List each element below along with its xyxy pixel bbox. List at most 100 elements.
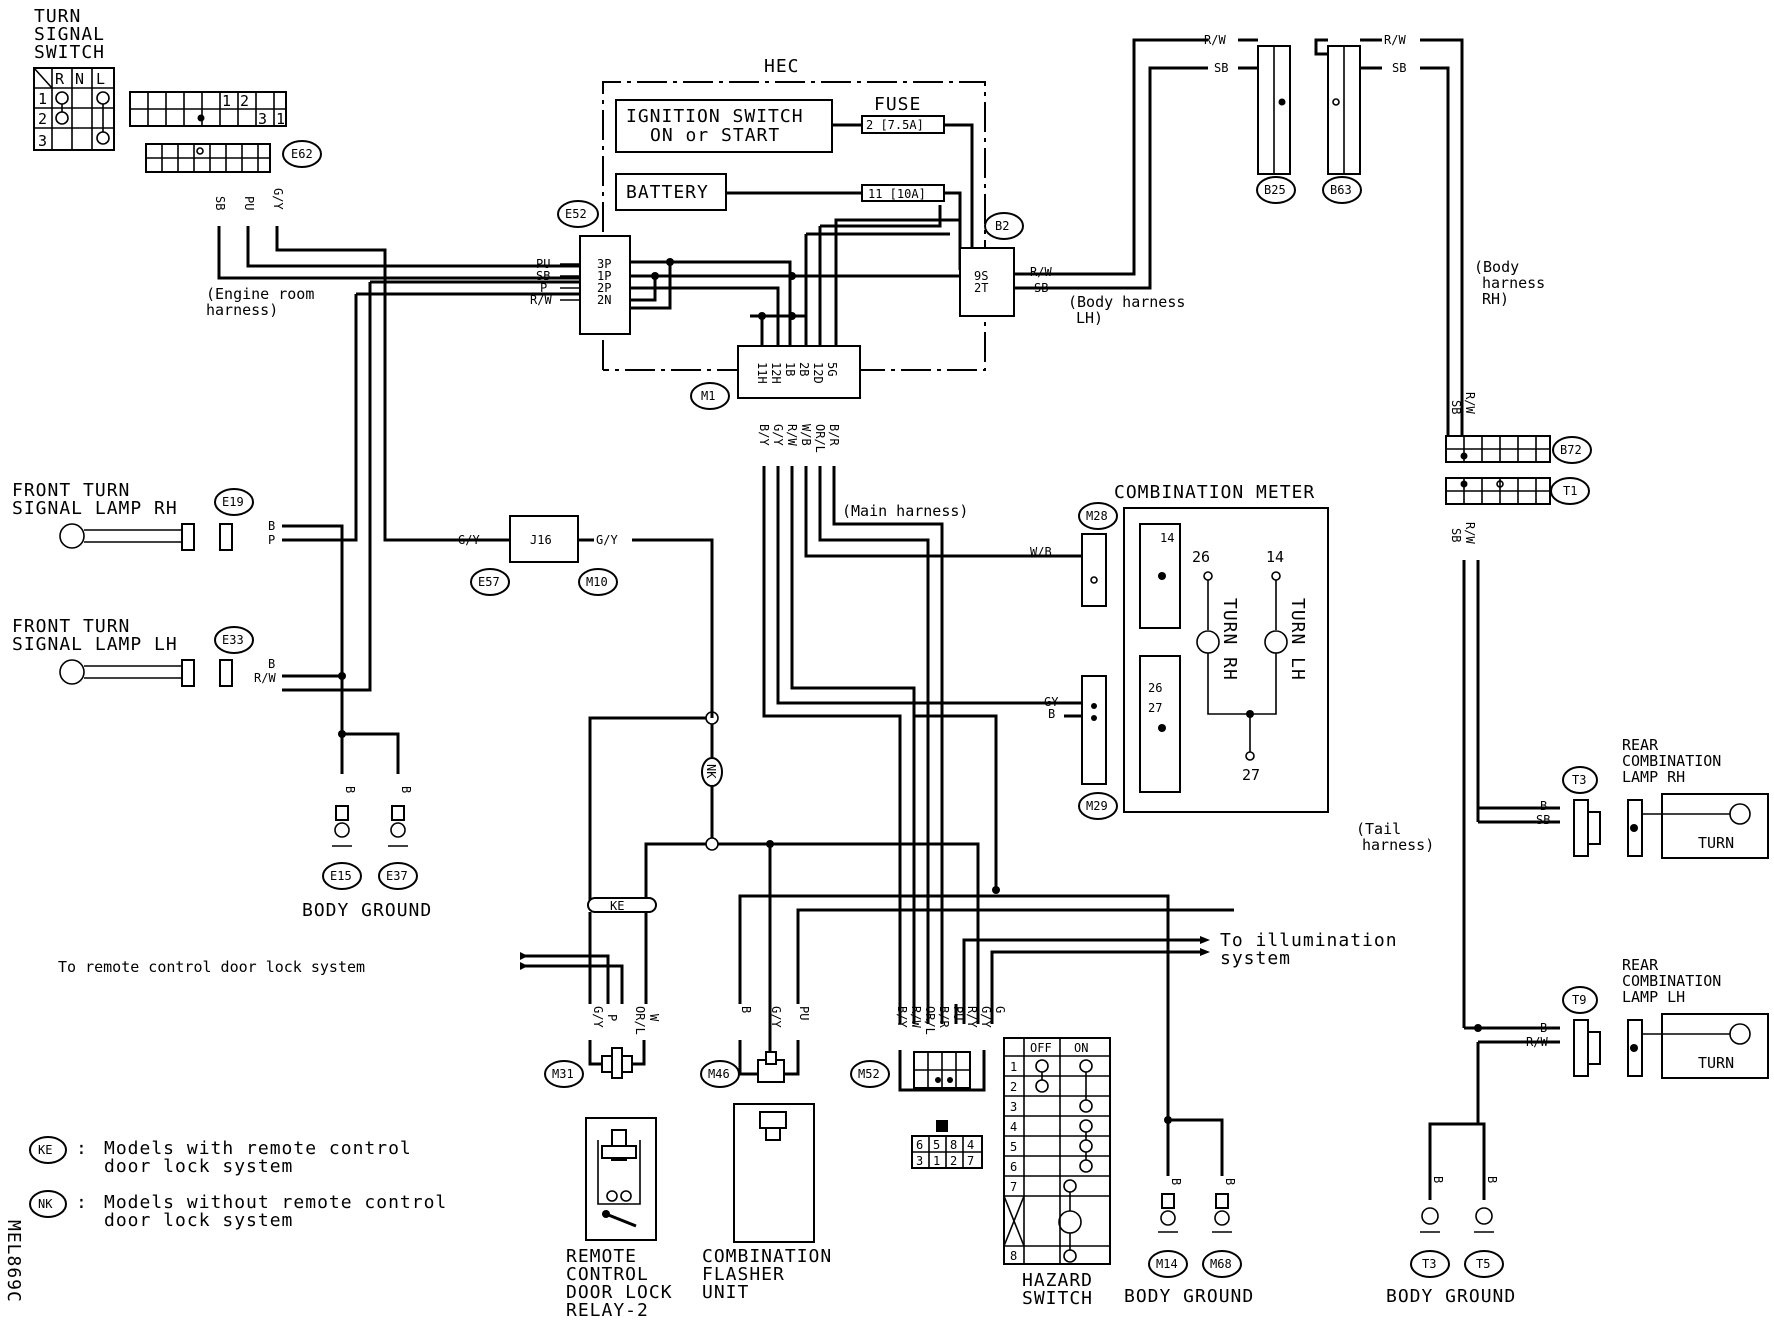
m46-wire-pu: PU	[797, 1006, 811, 1020]
relay-line1: REMOTE	[566, 1246, 637, 1267]
m52-wire-br: B/R	[937, 1006, 951, 1028]
legend-ke-text-2: door lock system	[104, 1156, 293, 1177]
remote-relay-area: To remote control door lock system G/Y P…	[58, 952, 672, 1321]
meter-pin-27: 27	[1242, 766, 1260, 784]
hazard-row-1: 1	[1010, 1060, 1017, 1074]
m1-wire-wb: W/B	[799, 424, 813, 446]
m52-grid-1: 1	[933, 1154, 940, 1168]
front-lh-line1: FRONT TURN	[12, 616, 130, 637]
option-branch: NK KE	[587, 711, 980, 1060]
legend-nk-text-1: Models without remote control	[104, 1192, 447, 1213]
e52-wire-sb: SB	[536, 269, 550, 283]
label-e52: E52	[565, 207, 587, 221]
rear-rh-line2: COMBINATION	[1622, 752, 1721, 770]
label-m68: M68	[1210, 1257, 1232, 1271]
turn-switch-pin-3: 3	[258, 110, 267, 128]
e52-pin-2p: 2P	[597, 281, 611, 295]
label-e57: E57	[478, 575, 500, 589]
hazard-row-8: 8	[1010, 1249, 1017, 1263]
connector-m1: 11H 12H 1B 2B 12D 5G M1 B/Y G/Y R/W W/B …	[690, 345, 968, 520]
label-m46: M46	[708, 1067, 730, 1081]
m1-pin-2b: 2B	[797, 362, 811, 376]
hec-title: HEC	[764, 56, 800, 77]
label-b2: B2	[995, 219, 1009, 233]
turn-switch-row-2: 2	[38, 110, 47, 128]
e15-wire-b: B	[343, 786, 357, 793]
turn-switch-pin-1b: 1	[276, 110, 285, 128]
hazard-row-4: 4	[1010, 1120, 1017, 1134]
label-m28: M28	[1086, 509, 1108, 523]
legend-ke-code: KE	[38, 1143, 52, 1157]
hazard-switch: OFF ON 1 2 3 4 5 6 7 8	[1003, 1037, 1111, 1309]
t1-wire-rw: R/W	[1463, 522, 1477, 544]
legend-nk-colon: :	[76, 1192, 88, 1213]
front-lh-line2: SIGNAL LAMP LH	[12, 634, 178, 655]
connector-b2: B2 9S 2T R/W SB (Body harness LH) R/W SB	[959, 33, 1228, 327]
m1-pin-11h: 11H	[755, 362, 769, 384]
body-rh-line1: (Body	[1474, 258, 1519, 276]
m52-wire-gy: G/Y	[979, 1006, 993, 1028]
m1-pin-12h: 12H	[769, 362, 783, 384]
turn-switch-row-1: 1	[38, 90, 47, 108]
b72-wire-rw: R/W	[1463, 392, 1477, 414]
m1-pin-5g: 5G	[825, 362, 839, 376]
m31-wire-w: W	[647, 1014, 661, 1022]
m52-grid-7: 7	[967, 1154, 974, 1168]
meter-conn-26: 26	[1148, 681, 1162, 695]
label-t9: T9	[1572, 993, 1586, 1007]
label-e33: E33	[222, 633, 244, 647]
m52-grid-8: 8	[950, 1138, 957, 1152]
fuse-10a: 11 [10A]	[868, 187, 926, 201]
e62-wires: SB PU G/Y	[213, 188, 580, 542]
combination-meter: COMBINATION METER M28 W/B 14 GY B M29 26…	[914, 482, 1329, 894]
b25-wire-sb: SB	[1214, 61, 1228, 75]
flasher-line3: UNIT	[702, 1282, 749, 1303]
meter-pin-14: 14	[1266, 548, 1284, 566]
wire-label-sb: SB	[213, 196, 227, 210]
hazard-off: OFF	[1030, 1041, 1052, 1055]
hec-wiring	[630, 205, 960, 348]
body-harness-rh: (Body harness RH) SB R/W B72 T1 SB R/W (…	[1356, 258, 1592, 1028]
legend-ke-colon: :	[76, 1138, 88, 1159]
e37-wire-b: B	[399, 786, 413, 793]
ignition-line-2: ON or START	[650, 125, 780, 146]
t5-ground-wire-b: B	[1485, 1176, 1499, 1183]
label-m1: M1	[701, 389, 715, 403]
hazard-title-2: SWITCH	[1022, 1288, 1093, 1309]
rear-lh-line2: COMBINATION	[1622, 972, 1721, 990]
label-e37: E37	[386, 869, 408, 883]
legend-nk-code: NK	[38, 1197, 53, 1211]
m46-wire-gy: G/Y	[769, 1006, 783, 1028]
engine-room-line1: (Engine room	[206, 285, 314, 303]
ignition-switch-box	[615, 99, 833, 153]
t3-wire-b: B	[1540, 799, 1547, 813]
m31-wire-p: P	[605, 1014, 619, 1021]
legend: KE : Models with remote control door loc…	[29, 1136, 447, 1231]
main-harness-label: (Main harness)	[842, 502, 968, 520]
m1-wire-gy: G/Y	[771, 424, 785, 446]
label-e62: E62	[291, 147, 313, 161]
m52-wire-ry: R/Y	[965, 1006, 979, 1028]
turn-signal-switch: TURN SIGNAL SWITCH R N L 1 2 3 1 2 3 1	[33, 6, 287, 151]
e52-wire-pu: PU	[536, 257, 550, 271]
label-t5: T5	[1476, 1257, 1490, 1271]
turn-rh-lamp: TURN	[1698, 834, 1734, 852]
e33-wire-b: B	[268, 657, 275, 671]
connector-m52: B/Y R/W OR/L B/R PU R/Y G/Y G M52 6 5 8 …	[850, 938, 1200, 1169]
wire-label-pu: PU	[242, 196, 256, 210]
flasher-line1: COMBINATION	[702, 1246, 832, 1267]
connector-b25: B25	[1238, 38, 1296, 204]
center-ground: B B M14 M68 BODY GROUND	[1124, 1116, 1253, 1307]
rear-lamp-rh: REAR COMBINATION LAMP RH T3 B SB TURN	[1478, 736, 1769, 859]
label-t3: T3	[1572, 773, 1586, 787]
hazard-row-7: 7	[1010, 1180, 1017, 1194]
turn-switch-row-3: 3	[38, 132, 47, 150]
m1-pin-1b: 1B	[783, 362, 797, 376]
illumination-line2: system	[1220, 948, 1291, 969]
m14-wire-b: B	[1169, 1178, 1183, 1185]
label-t3-ground: T3	[1422, 1257, 1436, 1271]
m1-wire-by: B/Y	[757, 424, 771, 446]
rear-lamp-lh: REAR COMBINATION LAMP LH T9 B R/W TURN	[1464, 956, 1769, 1079]
illumination-line1: To illumination	[1220, 930, 1398, 951]
